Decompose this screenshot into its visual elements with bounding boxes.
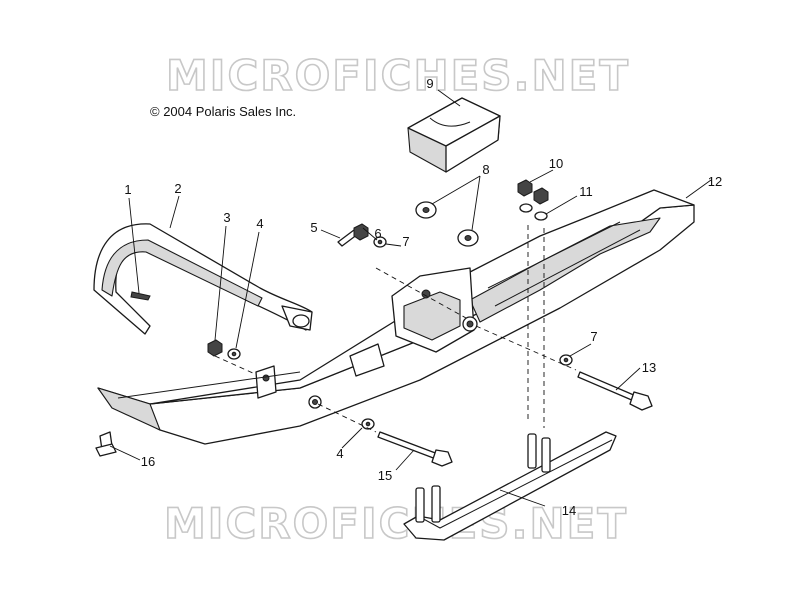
copyright-text: © 2004 Polaris Sales Inc.	[150, 104, 296, 119]
callout-16: 16	[141, 454, 155, 469]
callout-7-bottom: 7	[590, 329, 597, 344]
centerline-spindle	[375, 267, 467, 319]
leader-lines	[109, 89, 712, 507]
callout-13: 13	[642, 360, 656, 375]
callout-14: 14	[562, 503, 576, 518]
part-bolt-15	[377, 431, 453, 467]
callout-15: 15	[378, 468, 392, 483]
callout-11: 11	[579, 184, 593, 199]
callout-12: 12	[708, 174, 722, 189]
part-bumper-block	[407, 97, 501, 173]
centerline-bolt15	[317, 403, 377, 433]
part-washer-11a	[519, 203, 533, 213]
watermark-top: MICROFICHES.NET	[166, 51, 630, 100]
callout-3: 3	[223, 210, 230, 225]
callout-5: 5	[310, 220, 317, 235]
part-bolt-16	[95, 431, 117, 457]
part-nut-10b	[533, 187, 549, 205]
part-washer-11b	[534, 211, 548, 221]
part-nut-3	[207, 339, 223, 357]
part-nut-6	[353, 223, 369, 241]
callout-6: 6	[374, 226, 381, 241]
part-nut-10a	[517, 179, 533, 197]
callout-2: 2	[174, 181, 181, 196]
centerline-bolt13	[475, 325, 577, 371]
callout-10: 10	[549, 156, 563, 171]
callout-4-top: 4	[256, 216, 263, 231]
callouts: 1 2 3 4 5 6 7 8 9 10 11 12 13 7 14 15 16…	[124, 76, 722, 518]
callout-1: 1	[124, 182, 131, 197]
watermark-bottom: MICROFICHES.NET	[164, 499, 628, 548]
callout-7-top: 7	[402, 234, 409, 249]
part-ski-loop	[93, 223, 313, 335]
callout-8: 8	[482, 162, 489, 177]
callout-9: 9	[426, 76, 433, 91]
part-wear-bar	[403, 431, 617, 541]
callout-4-bottom: 4	[336, 446, 343, 461]
centerline-nut3	[214, 355, 256, 375]
part-ski-body	[97, 189, 695, 445]
part-bolt-13	[577, 371, 653, 411]
